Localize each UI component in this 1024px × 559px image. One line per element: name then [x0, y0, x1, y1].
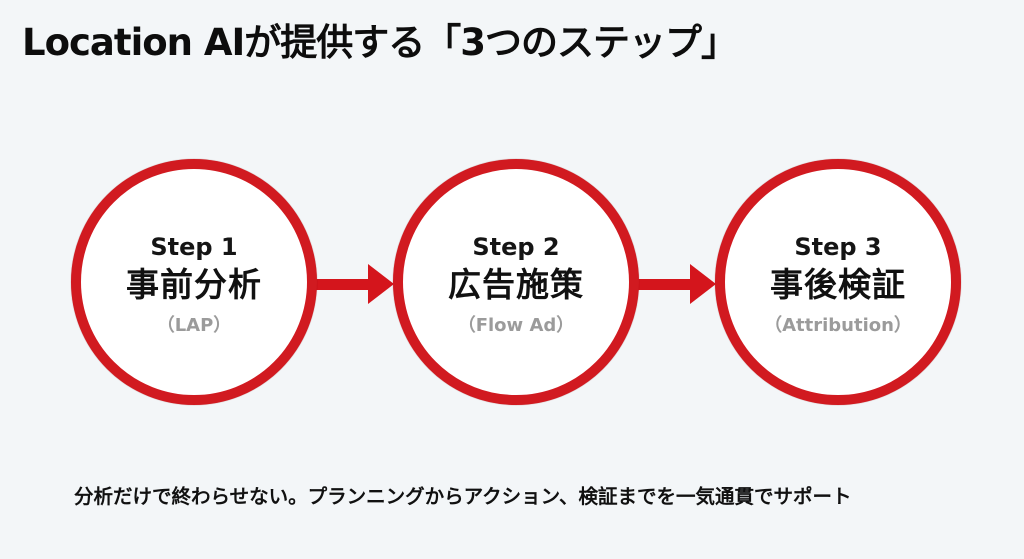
connector-line-2	[634, 279, 694, 290]
step-subtitle: （Attribution）	[764, 315, 912, 336]
step-subtitle: （LAP）	[156, 315, 232, 336]
step-number: Step 1	[150, 233, 238, 261]
page-title: Location AIが提供する「3つのステップ」	[22, 21, 738, 64]
arrow-right-icon	[368, 264, 394, 304]
step-subtitle: （Flow Ad）	[457, 315, 575, 336]
step-name: 事後検証	[770, 265, 906, 304]
step-circle-3: Step 3 事後検証 （Attribution）	[715, 159, 961, 405]
arrow-right-icon	[690, 264, 716, 304]
step-circle-2: Step 2 広告施策 （Flow Ad）	[393, 159, 639, 405]
footer-tagline: 分析だけで終わらせない。プランニングからアクション、検証までを一気通貫でサポート	[74, 485, 852, 508]
step-name: 事前分析	[126, 265, 262, 304]
step-name: 広告施策	[448, 265, 584, 304]
step-number: Step 2	[472, 233, 560, 261]
connector-line-1	[312, 279, 372, 290]
step-number: Step 3	[794, 233, 882, 261]
step-circle-1: Step 1 事前分析 （LAP）	[71, 159, 317, 405]
